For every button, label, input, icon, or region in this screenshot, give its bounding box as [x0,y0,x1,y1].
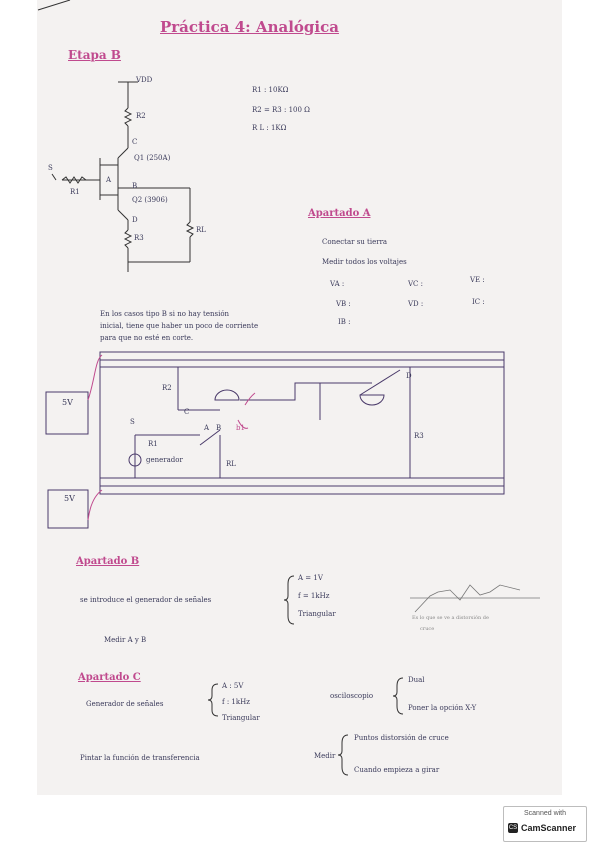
label-q1: Q1 (250A) [134,154,171,162]
label-a: A [106,176,112,184]
value-rl: R L : 1KΩ [252,124,287,132]
apartado-c-medir-1: Puntos distorsión de cruce [354,734,449,742]
wave-note-line-2: cruce [420,626,435,632]
label-rl: RL [196,226,206,234]
measure-vb: VB : [336,300,351,308]
apartado-c-medir: Medir [314,752,336,760]
breadboard-drawing [45,351,505,529]
bb-label-d: D [406,372,412,380]
label-b: B [132,182,138,190]
apartado-c-gen: Generador de señales [86,700,164,708]
apartado-c-heading: Apartado C [78,672,141,683]
measure-ve: VE : [470,276,485,284]
apartado-b-intro: se introduce el generador de señales [80,596,212,604]
label-q2: Q2 (3906) [132,196,168,204]
note-line-2: inicial, tiene que haber un poco de corr… [100,322,259,330]
paper-page [37,0,562,795]
bb-label-mark: b1 [236,424,245,432]
label-s: S [48,164,53,172]
label-vdd: VDD [136,76,153,84]
apartado-c-param-a: A : 5V [222,682,244,690]
apartado-a-heading: Apartado A [308,208,371,219]
apartado-c-osc-xy: Poner la opción X-Y [408,704,477,712]
apartado-c-plot: Pintar la función de transferencia [80,754,200,762]
apartado-c-param-f: f : 1kHz [222,698,250,706]
apartado-b-heading: Apartado B [76,556,140,567]
camscanner-badge: Scanned with CS CamScanner [503,806,587,842]
bb-label-rl: RL [226,460,236,468]
apartado-b-measure: Medir A y B [104,636,147,644]
bb-label-r1: R1 [148,440,158,448]
apartado-c-osc-dual: Dual [408,676,425,684]
value-r2-r3: R2 = R3 : 100 Ω [252,106,310,114]
measure-ic: IC : [472,298,485,306]
power-supply-1: 5V [62,398,73,407]
note-line-1: En los casos tipo B si no hay tensión [100,310,230,318]
scanned-with-text: Scanned with [523,810,567,817]
apartado-c-medir-2: Cuando empieza a girar [354,766,440,774]
camscanner-brand: CamScanner [521,823,577,833]
camscanner-logo-icon: CS [508,823,518,833]
note-line-3: para que no esté en corte. [100,334,194,342]
label-r1: R1 [70,188,80,196]
wave-note-line-1: Es lo que se ve a distorsión de [412,615,489,621]
bb-label-a: A [204,424,210,432]
top-schematic [37,0,195,272]
bb-label-r2: R2 [162,384,172,392]
apartado-c-param-wave: Triangular [222,714,260,722]
apartado-b-param-a: A = 1V [298,574,323,582]
etapa-heading: Etapa B [68,48,121,62]
waveform-sketch [410,584,540,613]
bb-label-r3: R3 [414,432,424,440]
label-c: C [132,138,138,146]
apartado-b-param-wave: Triangular [298,610,336,618]
label-d: D [132,216,138,224]
apartado-c-osc: osciloscopio [330,692,374,700]
measure-va: VA : [330,280,345,288]
label-r2: R2 [136,112,146,120]
bb-label-b: B [216,424,222,432]
measure-ib: IB : [338,318,351,326]
measure-vc: VC : [408,280,423,288]
power-supply-2: 5V [64,494,75,503]
label-r3: R3 [134,234,144,242]
braces [207,575,404,776]
apartado-a-line-1: Conectar su tierra [322,238,388,246]
bb-label-c: C [184,408,190,416]
value-r1: R1 : 10KΩ [252,86,289,94]
red-wires [87,354,256,521]
page-title: Práctica 4: Analógica [160,18,339,36]
measure-vd: VD : [408,300,424,308]
bb-label-gen: generador [146,456,183,464]
bb-label-s: S [130,418,135,426]
apartado-a-line-2: Medir todos los voltajes [322,258,407,266]
apartado-b-param-f: f = 1kHz [298,592,330,600]
